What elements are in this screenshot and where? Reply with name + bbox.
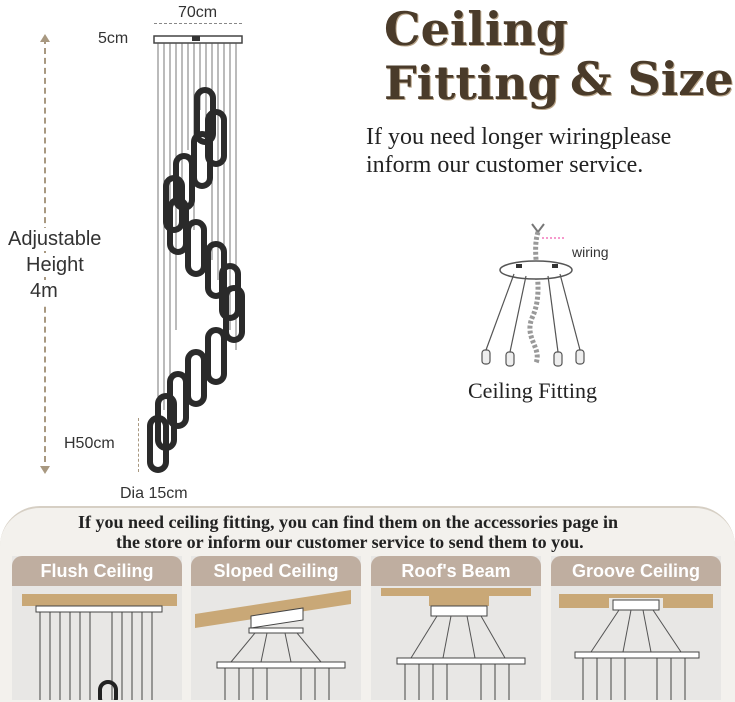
accessories-text-line2: the store or inform our customer service… [116, 532, 584, 552]
panel-sloped-ceiling: Sloped Ceiling [191, 556, 361, 700]
ring-height-label: H50cm [64, 435, 115, 452]
note-line2: inform our customer service. [366, 152, 644, 178]
panel-groove-ceiling: Groove Ceiling [551, 556, 721, 700]
heading-line2: & Size [570, 52, 734, 106]
tab-flush-ceiling: Flush Ceiling [12, 556, 182, 586]
note-line1: If you need longer wiringplease [366, 124, 672, 150]
panel-roofs-beam: Roof's Beam [371, 556, 541, 700]
adjustable-label-1: Adjustable [8, 228, 102, 251]
groove-mount-icon [559, 594, 713, 700]
panel-flush-ceiling: Flush Ceiling [12, 556, 182, 700]
ceiling-fitting-diagram [481, 223, 585, 367]
diameter-label: Dia 15cm [120, 485, 188, 502]
width-dimension-line [154, 23, 242, 24]
canopy-height-label: 5cm [98, 30, 129, 47]
wiring-label: wiring [572, 244, 609, 260]
tab-groove-ceiling: Groove Ceiling [551, 556, 721, 586]
accessories-text-line1: If you need ceiling fitting, you can fin… [78, 512, 618, 532]
adjustable-label-3: 4m [30, 280, 58, 303]
chandelier-illustration [147, 35, 245, 473]
heading-line1: Ceiling Fitting [384, 2, 568, 110]
adjustable-label-2: Height [26, 254, 84, 277]
width-label: 70cm [178, 4, 218, 21]
tab-roofs-beam: Roof's Beam [371, 556, 541, 586]
flush-mount-icon [22, 594, 177, 700]
fitting-caption: Ceiling Fitting [468, 378, 597, 403]
height-arrow-bottom-icon [40, 466, 50, 474]
ring-height-line [138, 418, 139, 472]
height-arrow-top-icon [40, 34, 50, 42]
sloped-mount-icon [195, 590, 351, 700]
tab-sloped-ceiling: Sloped Ceiling [191, 556, 361, 586]
beam-mount-icon [381, 588, 531, 700]
